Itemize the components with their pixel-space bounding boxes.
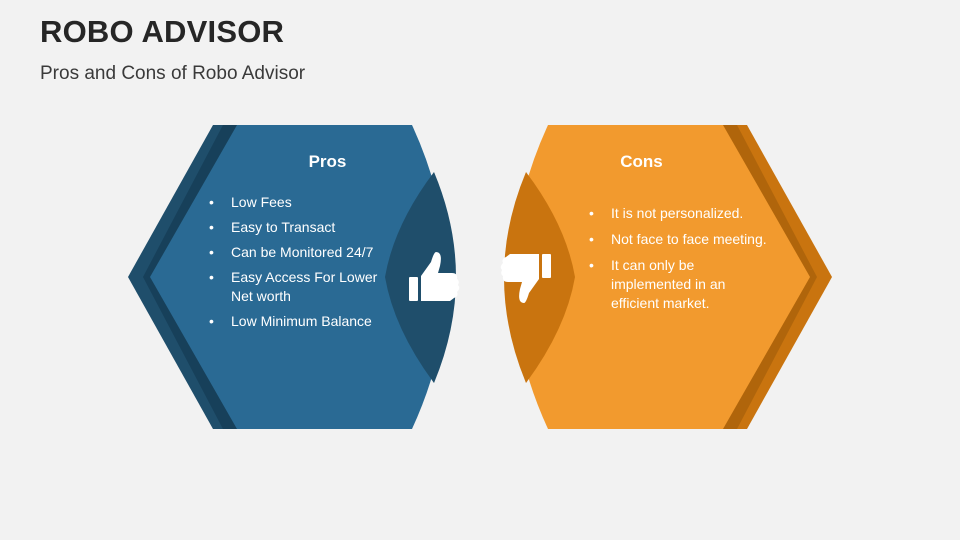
list-item: Not face to face meeting.	[587, 230, 767, 249]
thumbs-up-icon	[409, 252, 460, 301]
list-item: Can be Monitored 24/7	[207, 243, 382, 262]
list-item: Easy Access For Lower Net worth	[207, 268, 382, 306]
pros-heading: Pros	[308, 152, 347, 171]
pros-icon-fold	[385, 172, 456, 383]
list-item: Low Minimum Balance	[207, 312, 382, 331]
list-item: It is not personalized.	[587, 204, 767, 223]
thumbs-down-icon	[500, 254, 551, 303]
list-item: Easy to Transact	[207, 218, 382, 237]
page-subtitle: Pros and Cons of Robo Advisor	[40, 63, 306, 84]
cons-icon-fold	[504, 172, 575, 383]
pros-list: Low Fees Easy to Transact Can be Monitor…	[207, 193, 382, 337]
cons-heading: Cons	[620, 152, 663, 171]
list-item: Low Fees	[207, 193, 382, 212]
list-item: It can only be implemented in an efficie…	[587, 256, 767, 313]
cons-list: It is not personalized. Not face to face…	[587, 204, 767, 320]
page-title: ROBO ADVISOR	[40, 14, 285, 49]
